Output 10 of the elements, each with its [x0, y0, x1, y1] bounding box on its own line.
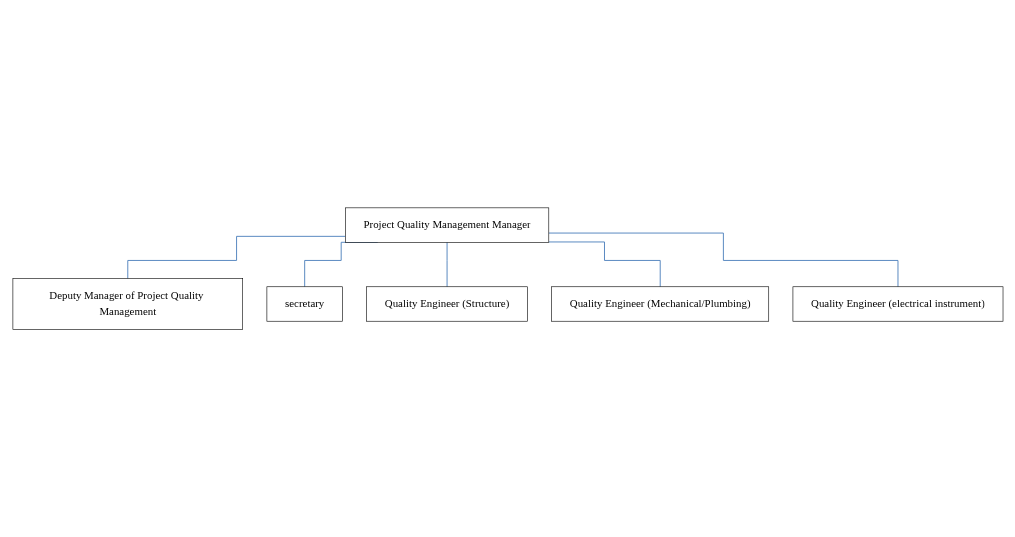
node-box: Quality Engineer (electrical instrument)	[792, 286, 1003, 322]
connector	[126, 235, 346, 279]
connector	[547, 241, 661, 288]
node-box: secretary	[266, 286, 343, 322]
node-box: Quality Engineer (Structure)	[365, 286, 528, 322]
node-box: Deputy Manager of Project Quality Management	[12, 278, 243, 330]
node-box: Project Quality Management Manager	[344, 207, 549, 243]
connector	[446, 241, 448, 288]
connector	[547, 232, 898, 288]
node-box: Quality Engineer (Mechanical/Plumbing)	[550, 286, 769, 322]
